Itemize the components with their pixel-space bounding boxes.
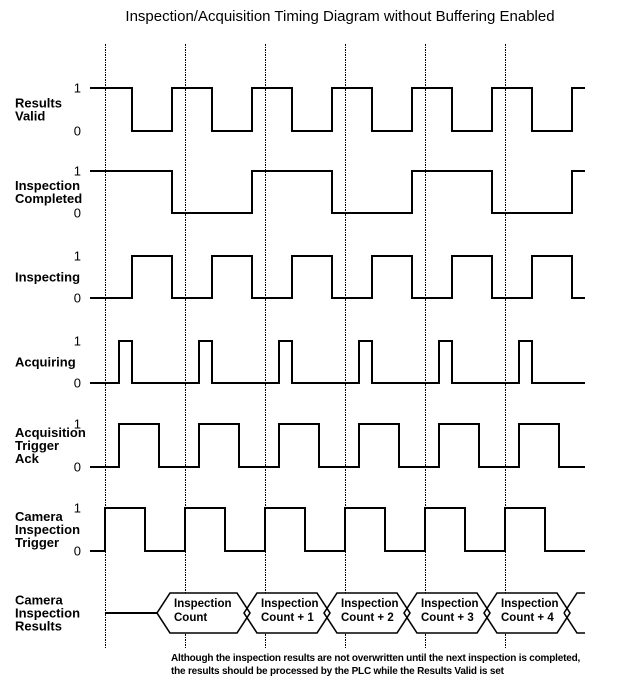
level-label-low: 0	[74, 376, 81, 391]
level-label-high: 1	[74, 81, 81, 96]
level-label-high: 1	[74, 164, 81, 179]
level-label-low: 0	[74, 124, 81, 139]
bus-value-fill	[404, 593, 490, 633]
waveform-camera-inspection-trigger	[90, 507, 585, 552]
footnote-line-2: the results should be processed by the P…	[171, 666, 504, 677]
bus-value-fill	[324, 593, 410, 633]
footnote-line-1: Although the inspection results are not …	[171, 653, 581, 664]
bus-value-hexagon	[403, 592, 491, 634]
bus-value-hexagon	[243, 592, 331, 634]
waveform-inspection-completed	[90, 170, 585, 214]
footnote: Although the inspection results are not …	[171, 652, 633, 678]
bus-value-hexagon	[156, 592, 251, 634]
level-label-low: 0	[74, 460, 81, 475]
signal-label-inspecting: Inspecting	[15, 270, 80, 285]
bus-value-hexagon	[323, 592, 411, 634]
waveform-inspecting	[90, 255, 585, 299]
bus-value-hexagon	[483, 592, 571, 634]
level-label-low: 0	[74, 206, 81, 221]
bus-value-fill	[157, 593, 250, 633]
level-label-high: 1	[74, 417, 81, 432]
level-label-high: 1	[74, 334, 81, 349]
level-label-high: 1	[74, 501, 81, 516]
bus-value-fill	[244, 593, 330, 633]
level-label-low: 0	[74, 291, 81, 306]
diagram-title: Inspection/Acquisition Timing Diagram wi…	[125, 8, 555, 25]
waveform-results-valid	[90, 87, 585, 132]
level-label-low: 0	[74, 544, 81, 559]
signal-label-acquiring: Acquiring	[15, 355, 76, 370]
waveform-acquisition-trigger-ack	[90, 423, 585, 468]
bus-open-segment	[563, 592, 585, 634]
level-label-high: 1	[74, 249, 81, 264]
bus-value-fill	[484, 593, 570, 633]
waveform-acquiring	[90, 340, 585, 384]
